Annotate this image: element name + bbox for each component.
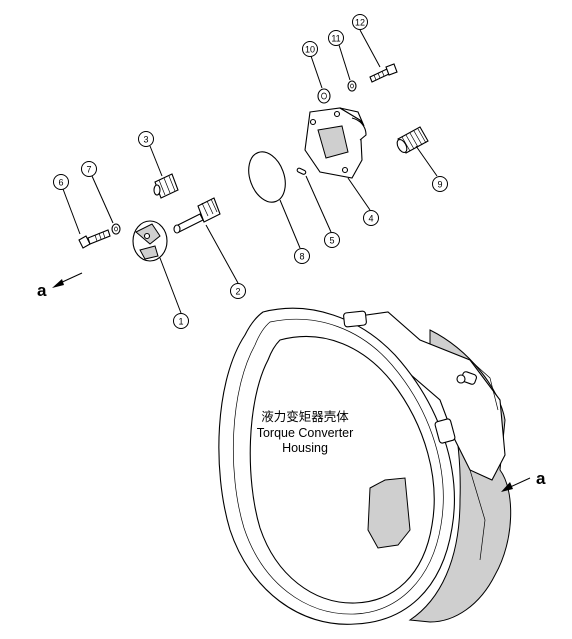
housing-label-english-2: Housing [282, 441, 328, 455]
view-arrow-right-label: a [536, 469, 546, 488]
housing-label-english-1: Torque Converter [257, 426, 354, 440]
callout-3-label: 3 [143, 135, 148, 145]
view-arrow-left: a [37, 272, 83, 300]
leader-11 [338, 44, 351, 81]
callout-10: 10 [302, 41, 318, 57]
housing-label-chinese: 液力变矩器壳体 [261, 409, 349, 424]
callout-7-label: 7 [86, 165, 91, 175]
part-6-bolt [78, 229, 111, 249]
part-12-bolt [369, 63, 398, 83]
callout-1-label: 1 [178, 317, 183, 327]
callout-11: 11 [328, 30, 344, 46]
callout-4-label: 4 [368, 214, 373, 224]
callout-4: 4 [363, 210, 379, 226]
callout-2: 2 [230, 283, 246, 299]
callout-12: 12 [352, 14, 368, 30]
arrow-left-icon [501, 482, 513, 492]
callout-6: 6 [53, 174, 69, 190]
part-8-gasket [248, 151, 286, 203]
part-10-washer [317, 88, 331, 104]
leader-9 [415, 145, 438, 177]
part-2-gear-shaft [173, 197, 221, 234]
leader-5 [305, 175, 332, 233]
view-arrow-right: a [501, 469, 546, 492]
callout-3: 3 [138, 131, 154, 147]
callout-9-label: 9 [437, 180, 442, 190]
part-5-pin [296, 167, 307, 175]
callout-1: 1 [173, 313, 189, 329]
part-3-drive-gear [153, 173, 179, 199]
part-11-washer [347, 80, 357, 92]
part-4-pump-cover [304, 107, 367, 179]
leader-4 [347, 177, 371, 211]
callout-5: 5 [324, 232, 340, 248]
leader-6 [62, 188, 81, 235]
leader-8 [279, 199, 301, 249]
callout-7: 7 [81, 161, 97, 177]
part-1-pump-body [132, 220, 168, 262]
leader-7 [91, 175, 114, 224]
leader-lines [62, 29, 438, 314]
arrow-left-icon [52, 279, 64, 288]
part-7-washer [111, 223, 121, 235]
leader-10 [310, 55, 323, 89]
housing-label: 液力变矩器壳体 Torque Converter Housing [257, 409, 354, 455]
view-arrow-left-label: a [37, 281, 47, 300]
callout-10-label: 10 [305, 45, 315, 55]
torque-converter-housing [218, 307, 512, 625]
leader-12 [359, 29, 381, 68]
callout-8: 8 [294, 248, 310, 264]
callout-11-label: 11 [331, 34, 340, 44]
callout-9: 9 [432, 176, 448, 192]
callout-8-label: 8 [299, 252, 304, 262]
callout-12-label: 12 [355, 18, 365, 28]
part-9-spring [396, 126, 429, 154]
callout-6-label: 6 [58, 178, 63, 188]
callout-5-label: 5 [329, 236, 334, 246]
callout-2-label: 2 [235, 287, 240, 297]
leader-3 [149, 145, 163, 177]
leader-2 [205, 224, 239, 284]
leader-1 [159, 257, 182, 314]
